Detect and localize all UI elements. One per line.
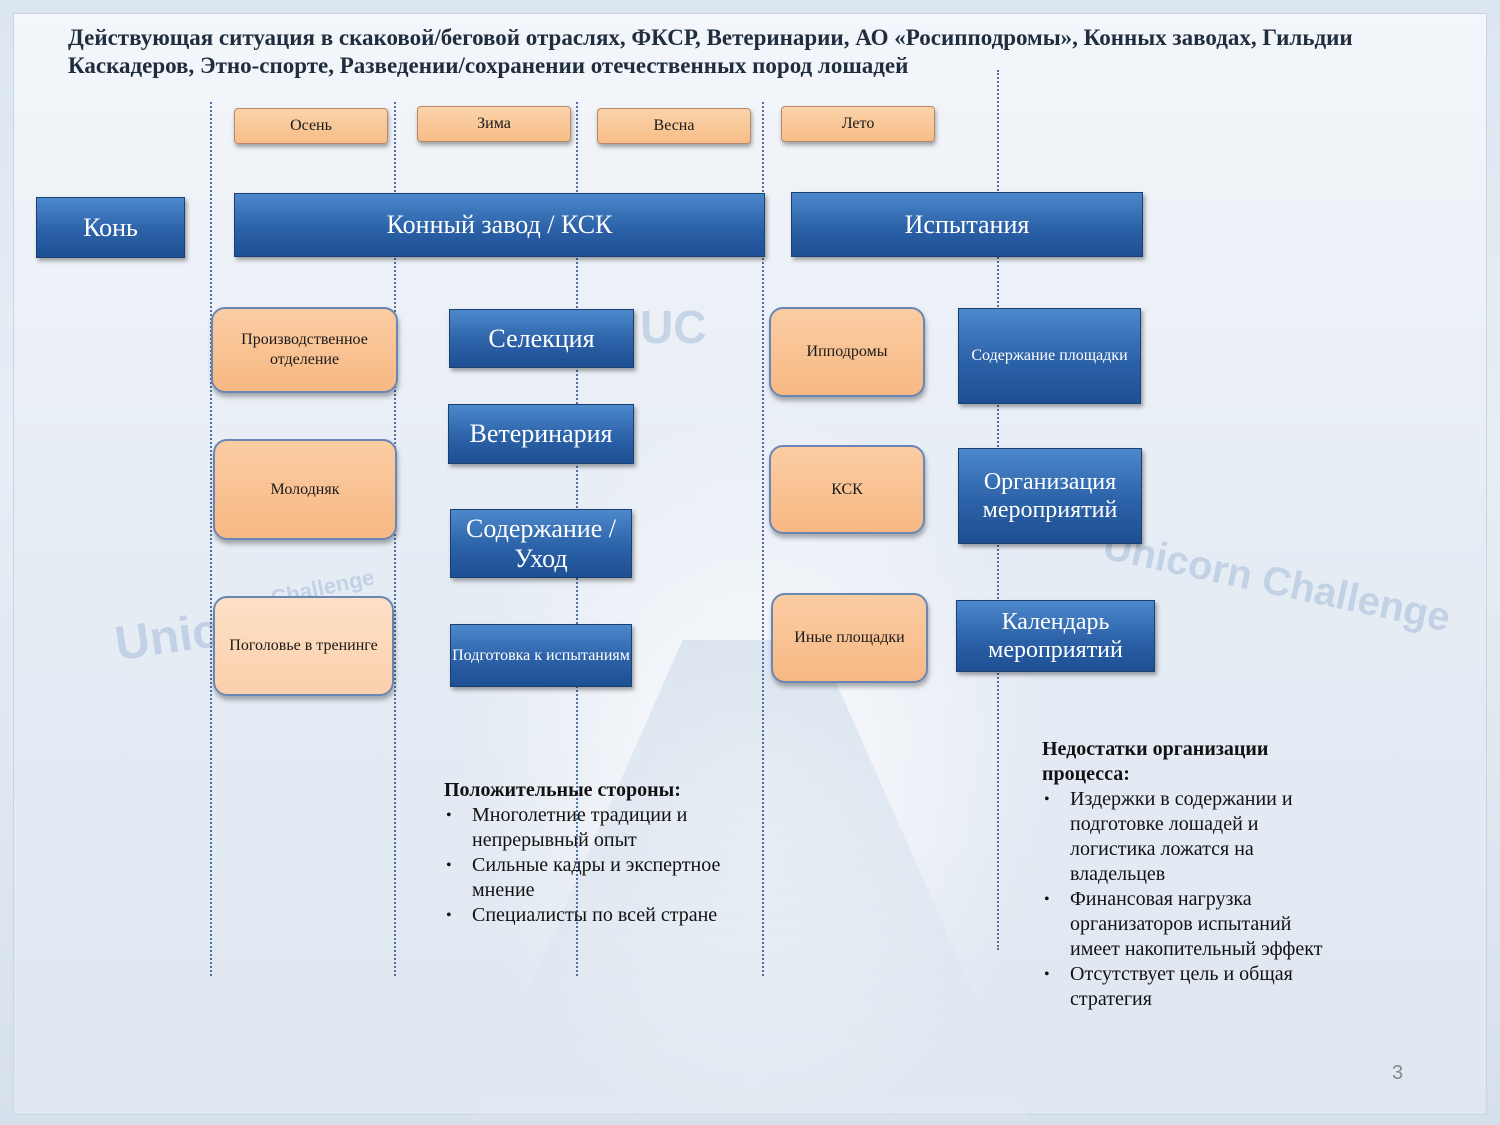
ksk-box: КСК [769,445,925,534]
other-venues-box: Иные площадки [771,593,928,683]
keeping-care-box: Содержание / Уход [450,509,632,578]
training-stock-box: Поголовье в тренинге [213,596,394,696]
drawbacks-list: Издержки в содержании и подготовке лошад… [1042,787,1342,1012]
event-organization-box: Организация мероприятий [958,448,1142,544]
background-watermark: UC [640,301,707,353]
horse-box: Конь [36,197,185,258]
list-item: Сильные кадры и экспертное мнение [444,853,754,903]
event-calendar-box: Календарь мероприятий [956,600,1155,672]
season-winter: Зима [417,106,571,142]
season-spring: Весна [597,108,751,144]
drawbacks-heading: Недостатки организации процесса: [1042,738,1269,785]
season-divider [394,102,396,976]
list-item: Специалисты по всей стране [444,903,754,928]
positives-heading: Положительные стороны: [444,779,681,801]
tests-header: Испытания [791,192,1143,257]
list-item: Издержки в содержании и подготовке лошад… [1042,787,1342,887]
drawbacks-section: Недостатки организации процесса: Издержк… [1042,737,1342,1012]
veterinary-box: Ветеринария [448,404,634,464]
test-preparation-box: Подготовка к испытаниям [450,624,632,687]
season-divider [762,102,764,976]
list-item: Многолетние традиции и непрерывный опыт [444,803,754,853]
young-stock-box: Молодняк [213,439,397,540]
page-title: Действующая ситуация в скаковой/беговой … [68,25,1353,78]
venue-maintenance-box: Содержание площадки [958,308,1141,404]
list-item: Отсутствует цель и общая стратегия [1042,962,1342,1012]
season-autumn: Осень [234,108,388,144]
production-department-box: Производственное отделение [211,307,398,393]
season-divider [210,102,212,976]
racecourses-box: Ипподромы [769,307,925,397]
season-summer: Лето [781,106,935,142]
positives-list: Многолетние традиции и непрерывный опыт … [444,803,754,928]
list-item: Финансовая нагрузка организаторов испыта… [1042,887,1342,962]
selection-box: Селекция [449,309,634,368]
stud-header: Конный завод / КСК [234,193,765,257]
positives-section: Положительные стороны: Многолетние тради… [444,778,754,928]
page-number: 3 [1392,1062,1404,1084]
